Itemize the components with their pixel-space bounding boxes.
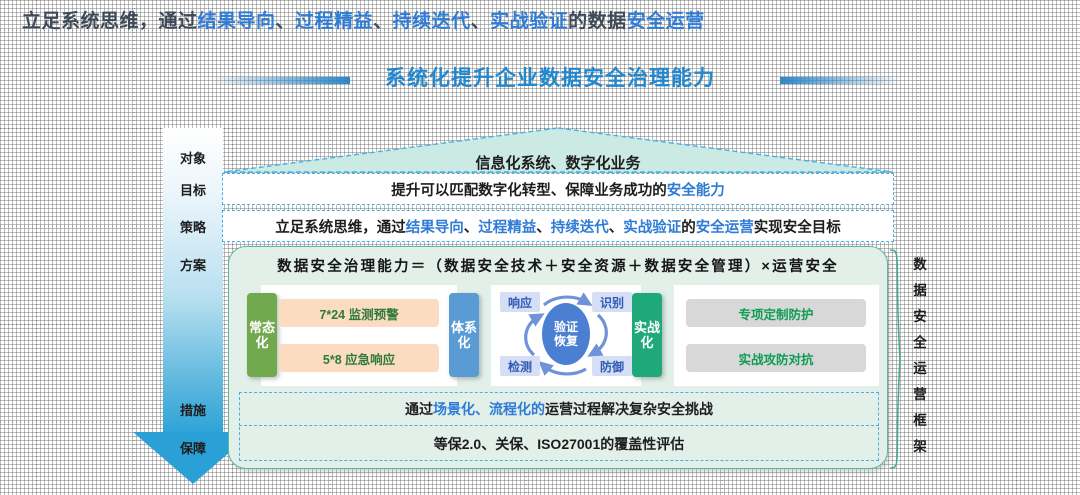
framework-label-char-3: 全 — [913, 335, 927, 350]
framework-brace — [888, 248, 910, 470]
tab-systematization[interactable]: 体系化 — [449, 293, 479, 377]
strategy-seg-2: 、 — [463, 219, 479, 236]
phase-label-1: 目标 — [179, 183, 206, 198]
brace-shape — [889, 249, 901, 469]
object-roof: 信息化系统、数字化业务 — [222, 126, 894, 174]
tab-normalization-label: 常态化 — [248, 320, 275, 350]
monitoring-pill[interactable]: 7*24 监测预警 — [279, 299, 439, 327]
capability-band: 常态化 体系化 实战化 7*24 监测预警 5*8 应急响应 专项定制防护 实战… — [239, 285, 879, 386]
subtitle-bar-left — [210, 77, 350, 84]
framework-label-char-5: 营 — [913, 387, 927, 402]
page-title: 立足系统思维，通过结果导向、过程精益、持续迭代、实战验证的数据安全运营 — [22, 6, 705, 33]
goal-seg-1: 安全能力 — [666, 182, 725, 199]
cycle-detect-label: 检测 — [507, 359, 532, 374]
tab-systematization-label: 体系化 — [450, 320, 477, 350]
strategy-seg-1: 结果导向 — [405, 219, 464, 236]
strategy-seg-0: 立足系统思维，通过 — [275, 219, 406, 236]
cycle-defend-label: 防御 — [599, 359, 624, 374]
framework-label-char-7: 架 — [913, 439, 927, 454]
phase-label-3: 方案 — [179, 258, 206, 273]
strategy-seg-10: 实现安全目标 — [753, 219, 841, 236]
custom-protection-label: 专项定制防护 — [738, 307, 814, 322]
emergency-pill-label: 5*8 应急响应 — [322, 352, 396, 367]
phase-arrow: 对象目标策略方案措施保障 — [133, 128, 253, 484]
tab-normalization[interactable]: 常态化 — [247, 293, 277, 377]
phase-label-5: 保障 — [179, 441, 206, 456]
strategy-seg-9: 安全运营 — [695, 219, 754, 236]
title-seg-1: 结果导向 — [197, 11, 276, 32]
title-seg-9: 安全运营 — [626, 11, 705, 32]
object-roof-text: 信息化系统、数字化业务 — [475, 155, 641, 172]
framework-label-char-6: 框 — [913, 413, 927, 428]
strategy-seg-5: 持续迭代 — [550, 219, 609, 236]
title-seg-3: 过程精益 — [295, 11, 374, 32]
title-seg-8: 的数据 — [568, 11, 627, 32]
goal-row: 提升可以匹配数字化转型、保障业务成功的安全能力 — [222, 173, 894, 205]
subtitle-bar-right — [780, 77, 900, 84]
cycle-detect: 检测 — [500, 356, 540, 376]
title-seg-2: 、 — [275, 11, 296, 32]
strategy-seg-6: 、 — [608, 219, 624, 236]
framework-label-char-0: 数 — [913, 257, 927, 272]
assurance-seg-0: 等保2.0、关保、ISO27001的覆盖性评估 — [433, 435, 685, 452]
tab-combat[interactable]: 实战化 — [632, 293, 662, 377]
framework-label-char-1: 据 — [913, 283, 927, 298]
phase-label-2: 策略 — [179, 220, 206, 235]
measure-seg-1: 场景化、流程化的 — [433, 401, 545, 417]
cycle-core-line1: 验证 — [553, 320, 578, 334]
cycle-identify-label: 识别 — [599, 295, 624, 310]
strategy-row: 立足系统思维，通过结果导向、过程精益、持续迭代、实战验证的安全运营实现安全目标 — [222, 210, 894, 242]
goal-seg-0: 提升可以匹配数字化转型、保障业务成功的 — [391, 182, 667, 199]
phase-label-0: 对象 — [179, 151, 206, 166]
strategy-seg-4: 、 — [536, 219, 551, 236]
cycle-response-label: 响应 — [507, 295, 532, 310]
assurance-row: 等保2.0、关保、ISO27001的覆盖性评估 — [239, 427, 879, 461]
phase-label-4: 措施 — [179, 403, 206, 418]
subtitle-text: 系统化提升企业数据安全治理能力 — [385, 67, 715, 90]
measure-seg-2: 运营过程解决复杂安全挑战 — [545, 401, 713, 417]
security-cycle-diagram: 响应 识别 检测 防御 验证 恢复 — [494, 287, 638, 384]
measure-seg-0: 通过 — [405, 401, 433, 417]
tab-combat-label: 实战化 — [633, 320, 660, 350]
title-seg-6: 、 — [470, 11, 491, 32]
monitoring-pill-label: 7*24 监测预警 — [319, 307, 399, 322]
framework-label: 数据安全运营框架 — [908, 252, 932, 460]
framework-label-char-2: 安 — [913, 309, 927, 324]
attack-defense-label: 实战攻防对抗 — [738, 352, 814, 367]
capability-formula: 数据安全治理能力＝（数据安全技术＋安全资源＋数据安全管理）×运营安全 — [277, 259, 839, 275]
subtitle-band: 系统化提升企业数据安全治理能力 — [200, 62, 900, 96]
phase-arrow-shaft — [163, 128, 223, 434]
strategy-seg-8: 的 — [681, 219, 696, 236]
cycle-arrows — [524, 292, 608, 376]
cycle-response: 响应 — [500, 292, 540, 312]
custom-protection-pill[interactable]: 专项定制防护 — [686, 299, 866, 327]
cycle-core-line2: 恢复 — [553, 334, 578, 348]
solution-panel: 数据安全治理能力＝（数据安全技术＋安全资源＋数据安全管理）×运营安全 常态化 体… — [228, 246, 888, 469]
emergency-pill[interactable]: 5*8 应急响应 — [279, 344, 439, 372]
title-seg-0: 立足系统思维，通过 — [22, 11, 198, 32]
roof-shape — [223, 127, 893, 173]
cycle-identify: 识别 — [592, 292, 632, 312]
title-seg-5: 持续迭代 — [392, 11, 471, 32]
cycle-core: 验证 恢复 — [542, 303, 590, 365]
attack-defense-pill[interactable]: 实战攻防对抗 — [686, 344, 866, 372]
title-seg-7: 实战验证 — [490, 11, 569, 32]
measure-row: 通过场景化、流程化的运营过程解决复杂安全挑战 — [239, 392, 879, 426]
cycle-defend: 防御 — [592, 356, 632, 376]
strategy-seg-3: 过程精益 — [478, 219, 537, 236]
strategy-seg-7: 实战验证 — [623, 219, 682, 236]
framework-label-char-4: 运 — [913, 361, 927, 376]
title-seg-4: 、 — [373, 11, 393, 32]
